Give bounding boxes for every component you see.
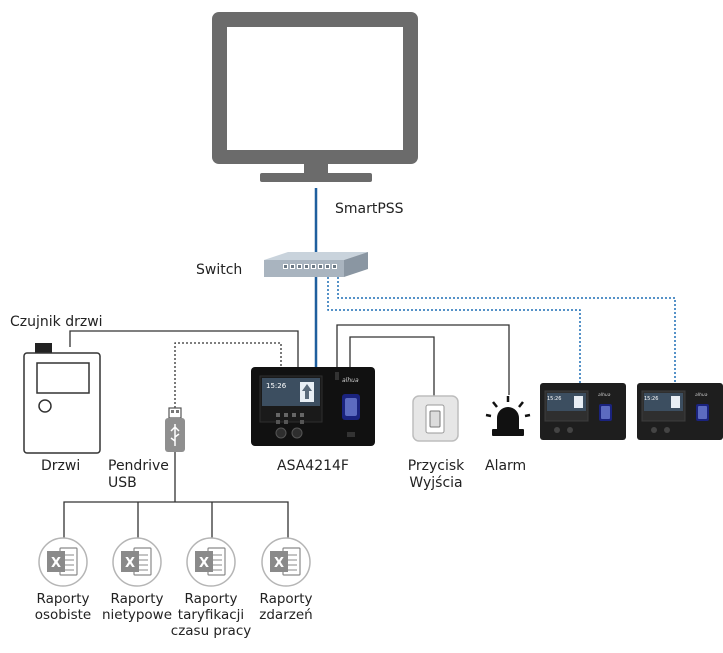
- report-caption-3: Raporty taryfikacji czasu pracy: [166, 591, 256, 639]
- switch-label: Switch: [196, 262, 243, 278]
- switch-to-terminal1-dotted-line: [327, 277, 581, 383]
- switch-to-terminal2-dotted-line: [337, 277, 676, 383]
- exit-button-label-line1: Przycisk: [407, 458, 465, 474]
- report-caption-4: Raporty zdarzeń: [241, 591, 331, 623]
- usb-pendrive-icon: [165, 407, 185, 452]
- excel-icon-3: X: [186, 537, 236, 587]
- network-connections: [314, 188, 676, 383]
- svg-text:X: X: [51, 556, 61, 571]
- alarm-wire: [336, 324, 510, 395]
- door-icon: [23, 343, 101, 454]
- report-caption-line: Raporty: [36, 591, 90, 607]
- pendrive-label-line2: USB: [108, 475, 137, 491]
- terminal-2-icon: 15:26 alhua: [637, 383, 723, 440]
- smartpss-label: SmartPSS: [335, 201, 404, 217]
- exit-button-label: Przycisk Wyjścia: [396, 458, 476, 492]
- svg-text:X: X: [274, 556, 284, 571]
- svg-text:15:26: 15:26: [644, 396, 658, 402]
- svg-text:alhua: alhua: [598, 392, 611, 398]
- pendrive-label: Pendrive USB: [108, 458, 169, 492]
- excel-icon-4: X: [261, 537, 311, 587]
- device-model-label: ASA4214F: [277, 458, 349, 474]
- exit-button-wire: [349, 336, 435, 396]
- device-brand-logo: alhua: [342, 377, 359, 384]
- terminal-1-icon: 15:26 alhua: [540, 383, 626, 440]
- excel-icon-1: X: [38, 537, 88, 587]
- exit-button-label-line2: Wyjścia: [409, 475, 463, 491]
- exit-button-icon: [412, 395, 459, 442]
- report-caption-line: czasu pracy: [170, 623, 252, 639]
- svg-text:15:26: 15:26: [547, 396, 561, 402]
- report-caption-line: taryfikacji: [177, 607, 245, 623]
- alarm-label: Alarm: [485, 458, 527, 474]
- alarm-siren-icon: [485, 396, 531, 436]
- door-sensor-wire: [69, 330, 299, 367]
- asa4214f-device-icon: [251, 367, 375, 446]
- report-caption-2: Raporty nietypowe: [92, 591, 182, 623]
- report-caption-1: Raporty osobiste: [18, 591, 108, 623]
- report-caption-line: Raporty: [184, 591, 238, 607]
- network-switch-icon: [264, 252, 368, 277]
- door-label: Drzwi: [41, 458, 81, 474]
- report-caption-line: nietypowe: [101, 607, 173, 623]
- report-caption-line: zdarzeń: [259, 607, 313, 623]
- report-caption-line: Raporty: [110, 591, 164, 607]
- device-screen-time: 15:26: [266, 382, 287, 390]
- svg-text:X: X: [125, 556, 135, 571]
- pendrive-dotted-wire: [174, 342, 282, 408]
- report-caption-line: Raporty: [259, 591, 313, 607]
- svg-text:alhua: alhua: [695, 392, 708, 398]
- pendrive-label-line1: Pendrive: [108, 458, 169, 474]
- monitor-icon: [212, 12, 418, 182]
- wire-connections: [63, 324, 510, 545]
- door-sensor-label: Czujnik drzwi: [10, 314, 103, 330]
- svg-text:X: X: [199, 556, 209, 571]
- report-caption-line: osobiste: [34, 607, 92, 623]
- reports-bus-wire: [63, 501, 289, 545]
- excel-icon-2: X: [112, 537, 162, 587]
